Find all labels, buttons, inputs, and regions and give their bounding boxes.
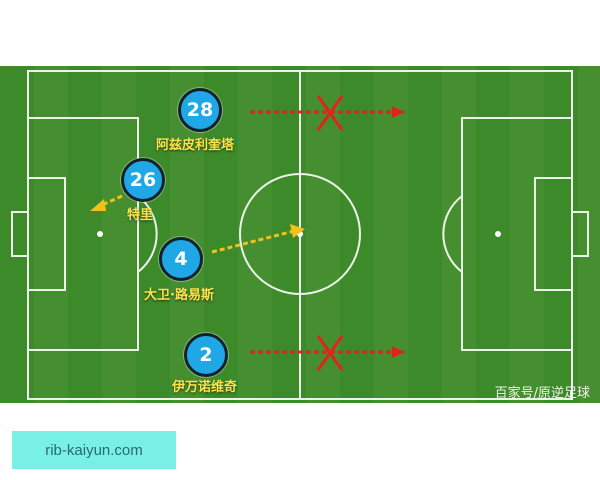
player-name-2: 伊万诺维奇 (172, 380, 238, 395)
site-banner[interactable]: rib-kaiyun.com (12, 431, 176, 469)
banner-text: rib-kaiyun.com (45, 441, 143, 459)
player-name-4: 大卫·路易斯 (144, 288, 214, 303)
pitch-markings (11, 70, 589, 400)
watermark: 百家号/原逆足球 (494, 386, 590, 401)
blocked-run-arrow-bottom (250, 335, 405, 371)
player-marker-26: 26 (121, 158, 165, 202)
player-name-26: 特里 (127, 208, 154, 223)
blocked-run-arrow-top (250, 95, 405, 131)
football-pitch: 28 阿兹皮利奎塔 26 特里 4 大卫·路易斯 2 伊万诺维奇 百家号/原逆足… (0, 66, 600, 403)
player-marker-4: 4 (159, 237, 203, 281)
run-arrow-4 (211, 224, 305, 254)
player-marker-2: 2 (184, 333, 228, 377)
player-marker-28: 28 (178, 88, 222, 132)
player-name-28: 阿兹皮利奎塔 (156, 138, 235, 153)
run-arrow-26 (90, 194, 123, 211)
